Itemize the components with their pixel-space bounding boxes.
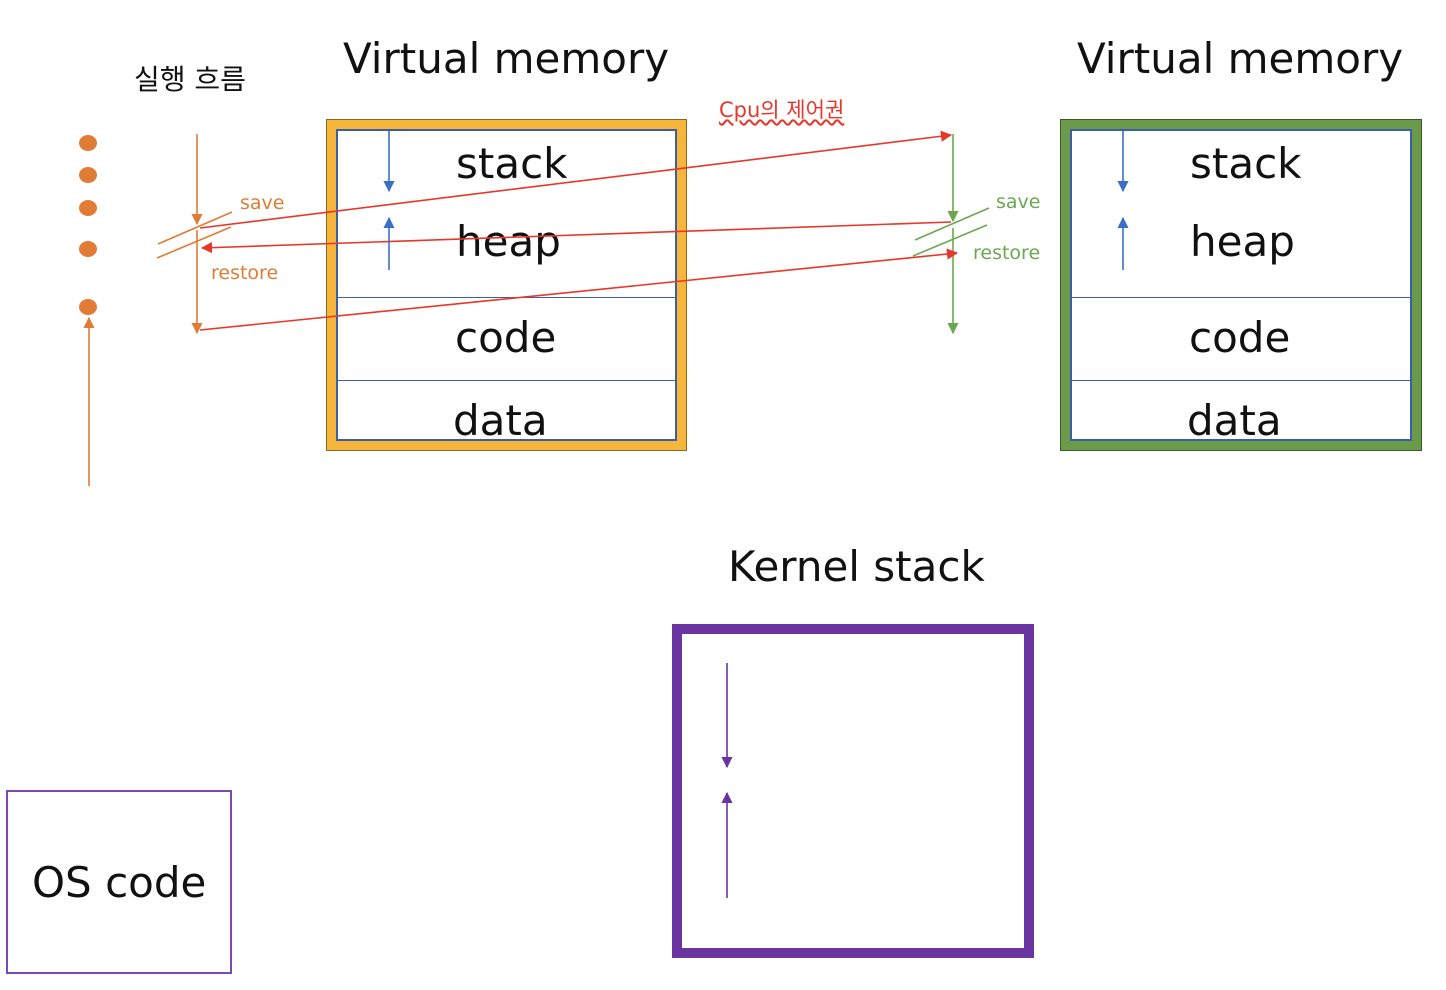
process-b-restore-label: restore bbox=[973, 242, 1041, 264]
process-a-restore-label: restore bbox=[211, 262, 279, 284]
process-a-title: Virtual memory bbox=[343, 34, 670, 83]
process-b-heap-label: heap bbox=[1190, 217, 1295, 266]
process-b-title: Virtual memory bbox=[1077, 34, 1404, 83]
process-b-code-label: code bbox=[1189, 313, 1291, 362]
process-a-code-label: code bbox=[455, 313, 557, 362]
process-b-data-label: data bbox=[1187, 396, 1282, 445]
os-code-label: OS code bbox=[32, 858, 207, 907]
cpu-control-label: Cpu의 제어권 bbox=[719, 98, 845, 122]
process-a-divider-code-data bbox=[338, 380, 675, 381]
dot-3 bbox=[79, 200, 97, 216]
process-a-segments: stack heap code data bbox=[336, 129, 677, 445]
kernel-stack-title: Kernel stack bbox=[728, 542, 985, 591]
exec-flow-label: 실행 흐름 bbox=[134, 63, 246, 96]
process-a-data-label: data bbox=[453, 396, 548, 445]
kernel-stack-box bbox=[672, 624, 1034, 958]
process-b-save-label: save bbox=[996, 191, 1041, 213]
process-a-save-label: save bbox=[240, 192, 285, 214]
process-a-heap-label: heap bbox=[456, 217, 561, 266]
dot-5 bbox=[79, 299, 97, 315]
cpu-switch-arrow-restore-b bbox=[199, 248, 959, 331]
process-b-break-line-1 bbox=[914, 207, 990, 241]
ellipsis-dots bbox=[79, 135, 97, 315]
os-code-box: OS code bbox=[6, 790, 232, 974]
process-b-divider-code-data bbox=[1072, 380, 1410, 381]
process-b-stack-label: stack bbox=[1190, 139, 1302, 188]
process-a-divider-heap-code bbox=[338, 297, 675, 298]
dot-2 bbox=[79, 167, 97, 183]
process-a-break-line-2 bbox=[156, 226, 232, 259]
process-a-stack-label: stack bbox=[456, 139, 568, 188]
process-b-break-line-2 bbox=[912, 224, 988, 257]
cpu-switch-arrow-to-b bbox=[199, 130, 953, 229]
dot-4 bbox=[79, 241, 97, 257]
process-a-break-line-1 bbox=[157, 211, 233, 245]
cpu-switch-arrow-to-a bbox=[200, 221, 952, 254]
process-a-virtual-memory: stack heap code data bbox=[326, 119, 687, 451]
dot-1 bbox=[79, 135, 97, 151]
process-b-divider-heap-code bbox=[1072, 297, 1410, 298]
